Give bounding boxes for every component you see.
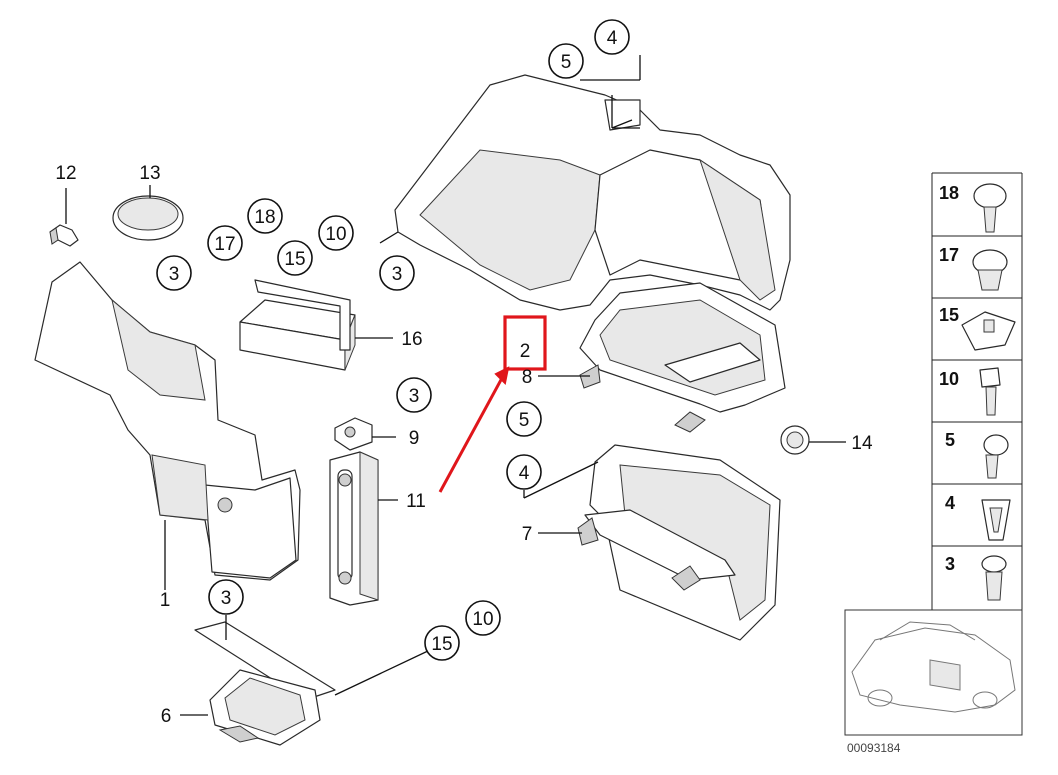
- document-number: 00093184: [847, 741, 901, 755]
- part-2-highlight-arrow: [438, 377, 504, 493]
- callout-18: 18: [254, 207, 275, 228]
- part-8-tray: [579, 282, 786, 433]
- callout-2: 2: [520, 341, 531, 362]
- car-thumbnail: [844, 609, 1023, 736]
- callout-3-bottom: 3: [221, 588, 232, 609]
- callout-6: 6: [161, 706, 172, 727]
- callout-8: 8: [522, 367, 533, 388]
- callout-11: 11: [406, 491, 426, 512]
- callout-15-upper: 15: [284, 249, 305, 270]
- legend-label-3: 3: [945, 554, 955, 574]
- callout-3-left: 3: [169, 264, 180, 285]
- part-11-bracket: [329, 451, 379, 606]
- part-14-grommet: [780, 425, 810, 455]
- callout-16: 16: [401, 329, 422, 350]
- callout-12: 12: [55, 163, 76, 184]
- callout-10-upper: 10: [325, 224, 346, 245]
- callout-7: 7: [522, 524, 533, 545]
- part-2-highlight-box: [503, 315, 547, 371]
- part-1-side-trim: [34, 261, 301, 581]
- part-6-tray: [194, 621, 336, 746]
- part-2-trunk-trim: [394, 74, 791, 311]
- legend-label-4: 4: [945, 493, 955, 513]
- callout-1: 1: [160, 590, 171, 611]
- callout-3-clip: 3: [409, 386, 420, 407]
- legend-label-18: 18: [939, 183, 959, 203]
- callout-13: 13: [139, 163, 160, 184]
- part-9-clip: [334, 417, 373, 451]
- callouts: [156, 19, 630, 661]
- legend-label-10: 10: [939, 369, 959, 389]
- callout-3-trunk: 3: [392, 264, 403, 285]
- part-13-cap: [112, 195, 184, 241]
- legend-label-15: 15: [939, 305, 959, 325]
- callout-5-top: 5: [561, 52, 572, 73]
- part-16-module: [239, 279, 356, 371]
- callout-4-top: 4: [607, 28, 618, 49]
- callout-4-mid: 4: [519, 463, 530, 484]
- legend-label-17: 17: [939, 245, 959, 265]
- callout-15-lower: 15: [431, 634, 452, 655]
- part-12-clip: [49, 224, 79, 247]
- fastener-legend: [931, 172, 1023, 611]
- part-7-tub: [577, 444, 781, 641]
- callout-5-mid: 5: [519, 410, 530, 431]
- callout-10-lower: 10: [472, 609, 493, 630]
- callout-9: 9: [409, 428, 420, 449]
- legend-label-5: 5: [945, 430, 955, 450]
- callout-14: 14: [851, 433, 873, 454]
- callout-17: 17: [214, 234, 235, 255]
